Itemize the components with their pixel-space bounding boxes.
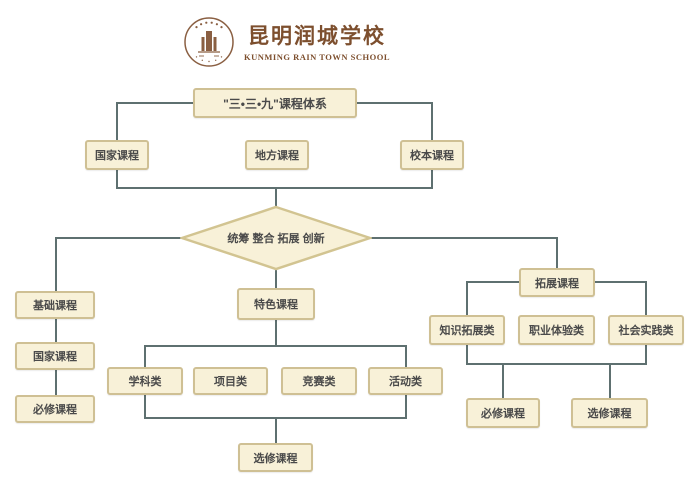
node-project-category: 项目类 [193, 367, 268, 395]
connector-line [144, 345, 146, 368]
connector-line [645, 281, 647, 316]
node-strategy-diamond: 统筹 整合 拓展 创新 [180, 205, 372, 271]
school-name-block: 昆明润城学校 KUNMING RAIN TOWN SCHOOL [244, 22, 390, 61]
node-expand-required-course: 必修课程 [466, 398, 540, 428]
node-basic-national-course: 国家课程 [15, 342, 95, 370]
connector-line [116, 102, 194, 104]
connector-line [466, 344, 468, 365]
connector-line [431, 170, 433, 189]
connector-line [405, 394, 407, 418]
connector-line [275, 266, 277, 289]
node-school-based-course: 校本课程 [400, 140, 464, 170]
node-local-course: 地方课程 [245, 140, 309, 170]
connector-line [594, 281, 647, 283]
connector-line [609, 363, 611, 399]
connector-line [116, 187, 433, 189]
connector-line [466, 281, 520, 283]
strategy-diamond-label: 统筹 整合 拓展 创新 [227, 233, 325, 245]
connector-line [55, 237, 57, 291]
school-logo: 昆明润城学校 KUNMING RAIN TOWN SCHOOL [183, 15, 390, 69]
node-basic-course: 基础课程 [15, 291, 95, 319]
connector-line [356, 102, 433, 104]
connector-line [466, 281, 468, 316]
connector-line [55, 237, 183, 239]
node-social-practice-category: 社会实践类 [608, 315, 684, 345]
node-activity-category: 活动类 [368, 367, 443, 395]
connector-line [55, 369, 57, 396]
node-career-experience-category: 职业体验类 [518, 315, 595, 345]
connector-line [369, 237, 558, 239]
node-national-course: 国家课程 [85, 140, 149, 170]
school-name-en: KUNMING RAIN TOWN SCHOOL [244, 51, 391, 62]
connector-line [116, 170, 118, 189]
diamond-shape [180, 205, 372, 271]
connector-line [275, 417, 277, 444]
node-expand-course: 拓展课程 [519, 268, 595, 297]
connector-line [556, 237, 558, 268]
connector-line [116, 102, 118, 140]
connector-line [275, 187, 277, 209]
connector-line [144, 394, 146, 418]
connector-line [502, 363, 504, 399]
node-feature-elective-course: 选修课程 [238, 443, 313, 472]
connector-line [144, 345, 407, 347]
node-curriculum-system-title: "三•三•九"课程体系 [193, 88, 357, 118]
node-feature-course: 特色课程 [237, 288, 315, 320]
connector-line [466, 363, 647, 365]
connector-line [405, 345, 407, 368]
node-competition-category: 竞赛类 [281, 367, 357, 395]
connector-line [431, 102, 433, 140]
connector-line [645, 344, 647, 365]
school-name-zh: 昆明润城学校 [248, 23, 387, 49]
node-knowledge-expand-category: 知识拓展类 [429, 315, 505, 345]
school-seal-icon [184, 17, 234, 67]
connector-line [275, 319, 277, 346]
node-subject-category: 学科类 [107, 367, 183, 395]
node-expand-elective-course: 选修课程 [571, 398, 648, 428]
node-basic-required-course: 必修课程 [15, 395, 95, 423]
connector-line [55, 318, 57, 343]
